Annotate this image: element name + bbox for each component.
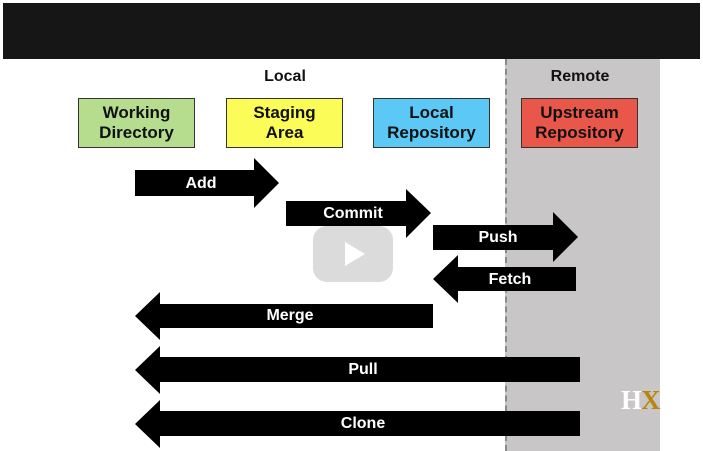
- fetch-arrow: [433, 255, 576, 303]
- fetch-label: Fetch: [488, 271, 532, 288]
- play-button-icon[interactable]: [313, 226, 393, 282]
- box-line-1: Working: [102, 103, 171, 122]
- remote-heading: Remote: [550, 68, 610, 85]
- commit-arrow: [286, 189, 431, 238]
- merge-arrow: [135, 292, 433, 340]
- video-top-bar: [3, 3, 700, 59]
- box-line-2: Area: [265, 123, 304, 142]
- commit-label: Commit: [323, 205, 383, 222]
- box-line-1: Staging: [253, 103, 316, 122]
- box-line-1: Local: [409, 103, 454, 122]
- add-arrow: [135, 158, 279, 208]
- pull-label: Pull: [348, 361, 378, 378]
- box-line-2: Repository: [387, 123, 476, 142]
- merge-label: Merge: [266, 307, 314, 324]
- push-label: Push: [478, 229, 518, 246]
- hx-logo: HX: [621, 385, 660, 416]
- logo-letter-h: H: [621, 385, 642, 415]
- logo-letter-x: X: [641, 385, 660, 415]
- add-label: Add: [185, 175, 217, 192]
- clone-label: Clone: [340, 415, 386, 432]
- push-arrow: [433, 212, 578, 262]
- pull-arrow: [135, 346, 580, 394]
- clone-arrow: [135, 400, 580, 448]
- box-line-2: Repository: [535, 123, 624, 142]
- box-line-2: Directory: [99, 123, 174, 142]
- box-line-1: Upstream: [540, 103, 619, 122]
- local-heading: Local: [264, 68, 306, 85]
